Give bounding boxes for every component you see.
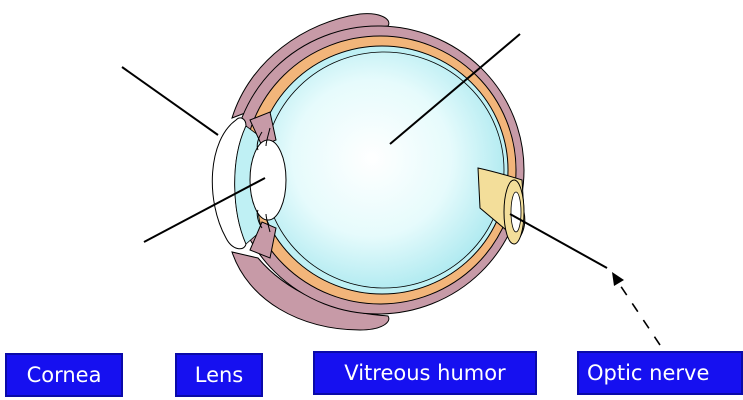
dashed-arrow-line [618, 282, 660, 345]
pointer-line-optic-nerve [510, 214, 607, 268]
pointer-line-cornea [122, 67, 218, 135]
arrow-head-icon [612, 272, 624, 286]
lens-shape [250, 140, 286, 220]
label-tile-lens[interactable]: Lens [175, 353, 263, 397]
vitreous-body [264, 52, 504, 288]
optic-nerve-core [511, 192, 521, 232]
label-tile-cornea[interactable]: Cornea [5, 353, 123, 397]
label-tile-vitreous-humor[interactable]: Vitreous humor [313, 351, 537, 395]
label-tile-optic-nerve[interactable]: Optic nerve [577, 351, 743, 395]
